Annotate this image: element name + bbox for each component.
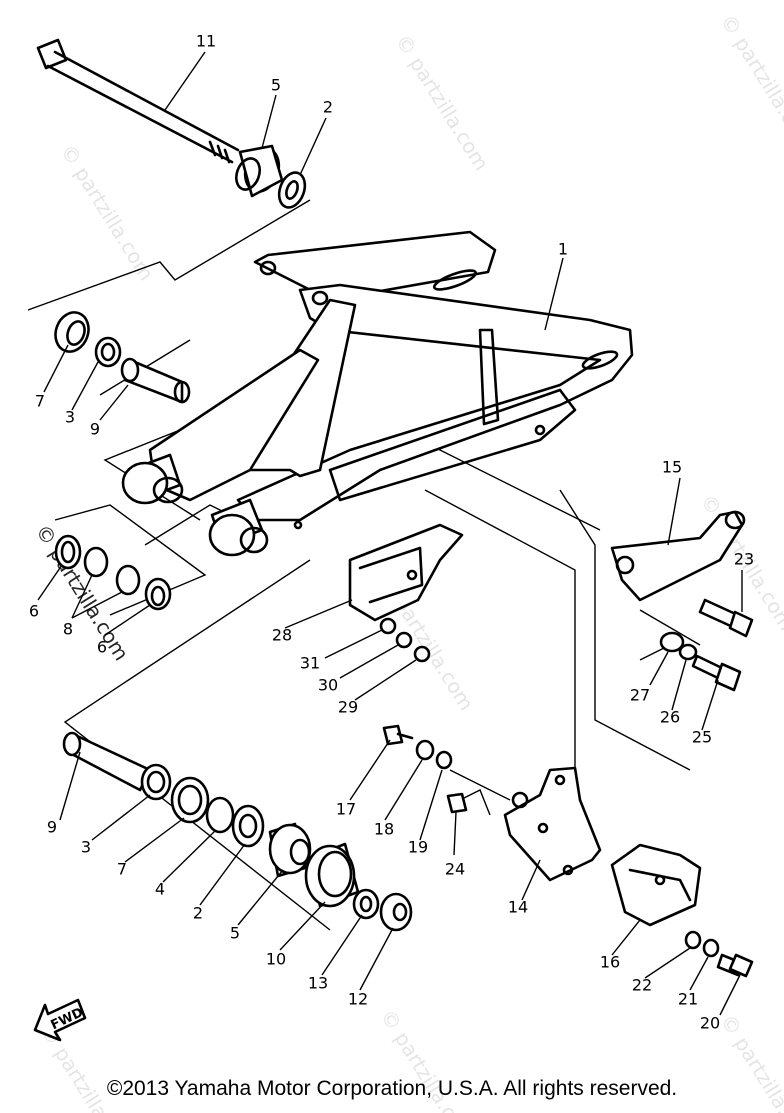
callout-6: 6 [29,602,39,621]
chain-guard [348,523,464,622]
washer-27 [659,631,685,653]
bolt-20 [716,953,754,978]
callout-26: 26 [660,708,680,727]
callout-12: 12 [348,990,368,1009]
bracket-15 [610,510,746,602]
callout-19: 19 [408,838,428,857]
bolt-17 [382,724,414,746]
washer-19 [435,750,453,770]
watermark: © partzilla.com [716,10,784,155]
callout-5: 5 [230,924,240,943]
callout-4: 4 [155,880,165,899]
callout-24: 24 [445,860,465,879]
callout-16: 16 [600,953,620,972]
washer-30 [395,631,413,649]
screw-29 [413,645,431,663]
swingarm [121,230,634,557]
assembly-guides [27,199,701,931]
callout-5: 5 [271,76,281,95]
callout-27: 27 [630,686,650,705]
washer-18 [415,739,435,761]
callout-labels: 11 5 2 1 7 3 9 6 8 6 28 31 30 29 15 23 2… [29,32,754,1033]
callout-18: 18 [374,820,394,839]
watermark-dark: © partzilla.com [31,520,134,665]
bushing-top [235,144,284,198]
washer-top [277,171,307,209]
callout-31: 31 [300,654,320,673]
callout-7: 7 [117,860,127,879]
callout-17: 17 [336,800,356,819]
callout-10: 10 [266,950,286,969]
washer-26 [678,643,698,661]
callout-20: 20 [700,1014,720,1033]
mid-left-bearing-set [54,534,172,611]
bracket-14 [503,766,602,882]
guard-16 [610,843,702,927]
upper-left-bearing-set [54,311,191,404]
callout-22: 22 [632,976,652,995]
pivot-shaft [36,38,240,164]
watermark: © partzilla.com [56,140,159,285]
callout-9: 9 [47,818,57,837]
callout-1: 1 [558,240,568,259]
callout-2: 2 [323,98,333,117]
bolt-25 [691,654,742,692]
callout-8: 8 [63,620,73,639]
callout-13: 13 [308,974,328,993]
callout-3: 3 [65,408,75,427]
lower-bearing-set [62,731,413,932]
callout-7: 7 [35,392,45,411]
callout-30: 30 [318,676,338,695]
callout-25: 25 [692,728,712,747]
callout-14: 14 [508,898,528,917]
leader-lines [37,51,743,1016]
bolt-23 [698,598,754,638]
callout-2: 2 [193,904,203,923]
callout-23: 23 [734,550,754,569]
callout-9: 9 [90,420,100,439]
nut-24 [446,792,468,814]
washer-22 [684,930,702,950]
callout-11: 11 [196,32,216,51]
callout-3: 3 [81,838,91,857]
copyright-notice: ©2013 Yamaha Motor Corporation, U.S.A. A… [106,1077,678,1100]
washer-21 [702,938,720,958]
callout-29: 29 [338,698,358,717]
watermark: © partzilla.com [391,30,494,175]
callout-28: 28 [272,626,292,645]
washer-31 [379,617,397,635]
callout-6: 6 [97,638,107,657]
callout-21: 21 [678,990,698,1009]
callout-15: 15 [662,458,682,477]
